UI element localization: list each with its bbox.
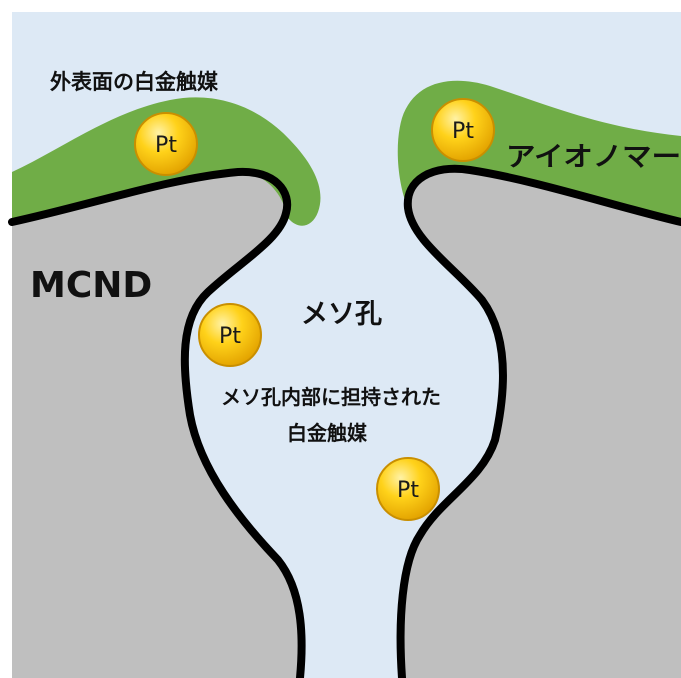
pt-particle-label: Pt (155, 133, 177, 158)
pt-particle-outer-right: Pt (431, 98, 495, 162)
inner-catalyst-label-line2: 白金触媒 (287, 421, 368, 445)
mcnd-label: MCND (30, 265, 152, 306)
right-support-outline (396, 164, 681, 678)
outer-surface-catalyst-label: 外表面の白金触媒 (50, 70, 219, 94)
pt-particle-pore-right: Pt (376, 457, 440, 521)
ionomer-label: アイオノマー (506, 142, 681, 173)
left-support-region (12, 171, 302, 678)
right-support-region (400, 168, 681, 678)
left-support-outline (8, 167, 306, 678)
pt-particle-label: Pt (397, 478, 419, 503)
pt-particle-label: Pt (452, 119, 474, 144)
pt-particle-label: Pt (219, 324, 241, 349)
mesopore-label: メソ孔 (301, 299, 382, 330)
pt-particle-pore-left: Pt (198, 303, 262, 367)
inner-catalyst-label-line1: メソ孔内部に担持された (221, 385, 441, 409)
pt-particle-outer-left: Pt (134, 112, 198, 176)
